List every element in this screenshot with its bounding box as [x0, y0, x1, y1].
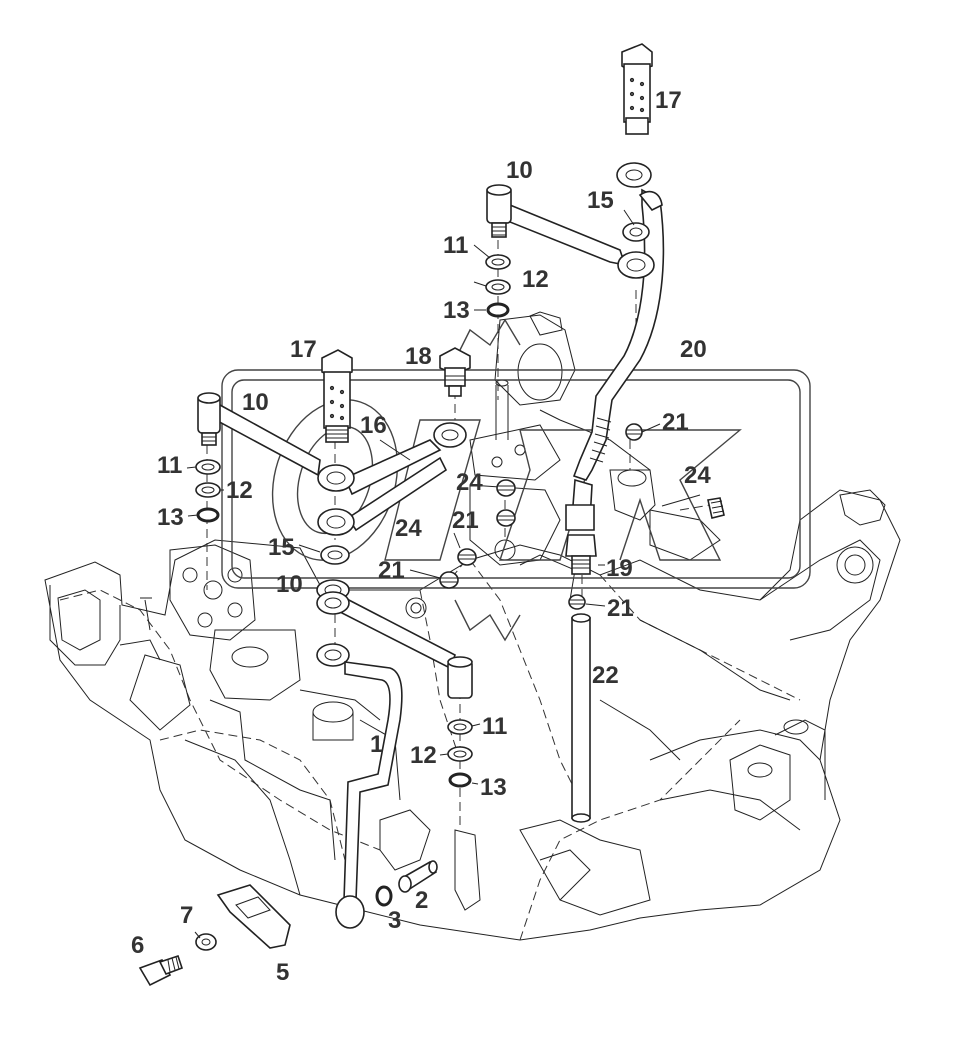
callout-11-bottom: 11: [482, 713, 507, 740]
washers-bottom-stack: [447, 719, 473, 788]
callout-17-top: 17: [655, 87, 682, 114]
callout-1: 1: [370, 731, 383, 758]
part-17-bolt-top: [621, 43, 653, 135]
part-15-washer-left: [320, 545, 350, 565]
part-22-tube: [571, 613, 591, 823]
callout-11-left: 11: [157, 452, 182, 479]
transmission-housing: [44, 311, 901, 941]
callout-13-bottom: 13: [480, 774, 507, 801]
part-1-pipe: [316, 643, 403, 929]
callout-5: 5: [276, 959, 289, 986]
part-16-pipe: [317, 422, 467, 536]
callout-12-left: 12: [226, 477, 253, 504]
callout-13-left: 13: [157, 504, 184, 531]
part-6-bolt: [138, 954, 184, 987]
leader-lines: [186, 209, 701, 939]
part-7-washer: [195, 933, 217, 951]
callout-15-left: 15: [268, 534, 295, 561]
callout-15-top: 15: [587, 187, 614, 214]
part-10-pipe-left: [197, 392, 321, 477]
callout-3: 3: [388, 907, 401, 934]
callout-12-top: 12: [522, 266, 549, 293]
part-2-fitting: [398, 860, 438, 893]
callout-10-bottom: 10: [276, 571, 303, 598]
part-20-hose: [565, 162, 665, 531]
callout-21-bottom: 21: [607, 595, 634, 622]
callout-12-bottom: 12: [410, 742, 437, 769]
callout-17-left: 17: [290, 336, 317, 363]
callout-21-middle: 21: [452, 507, 479, 534]
callout-11-top: 11: [443, 232, 468, 259]
callout-24-left: 24: [395, 515, 422, 542]
plugs: [439, 423, 725, 610]
callout-labels: 1 2 3 5 6 7 10 10 10 11 11 11 12 12 12 1…: [131, 87, 711, 986]
callout-18: 18: [405, 343, 432, 370]
watermark-logo: [221, 318, 811, 642]
callout-20: 20: [680, 336, 707, 363]
callout-22: 22: [592, 662, 619, 689]
callout-7: 7: [180, 902, 193, 929]
callout-21-left: 21: [378, 557, 405, 584]
callout-10-left: 10: [242, 389, 269, 416]
callout-19: 19: [606, 555, 633, 582]
callout-16: 16: [360, 412, 387, 439]
washers-left-stack: [195, 459, 221, 523]
part-10-pipe-bottom: [316, 579, 473, 699]
part-10-pipe-top: [486, 184, 655, 279]
part-19-fitting: [565, 534, 597, 575]
callout-13-top: 13: [443, 297, 470, 324]
callout-10-top: 10: [506, 157, 533, 184]
callout-24-middle: 24: [456, 469, 483, 496]
callout-21-right: 21: [662, 409, 689, 436]
part-18-bolt: [439, 347, 471, 397]
washers-top-stack: [485, 254, 511, 318]
callout-2: 2: [415, 887, 428, 914]
part-3-washer: [375, 885, 393, 907]
part-5-clip: [216, 884, 291, 949]
part-17-bolt-left: [321, 349, 353, 443]
callout-6: 6: [131, 932, 144, 959]
callout-24-right: 24: [684, 462, 711, 489]
